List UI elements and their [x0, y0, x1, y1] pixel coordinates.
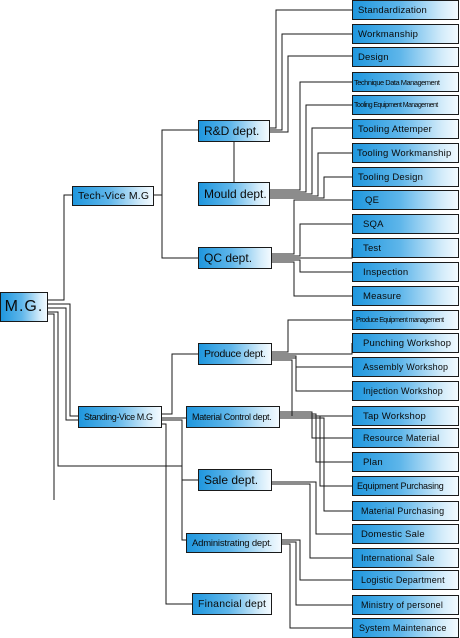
unit-sqa: SQA	[352, 214, 459, 234]
unit-resource-material: Resource Material	[352, 428, 459, 448]
mould-dept-label: Mould dept.	[204, 187, 267, 201]
tech-vice-label: Tech-Vice M.G	[78, 190, 150, 202]
unit-label: Tooling Workmanship	[357, 147, 452, 159]
unit-label: Inspection	[363, 266, 409, 278]
qc-dept-label: QC dept.	[204, 251, 253, 265]
rd-dept-node: R&D dept.	[198, 120, 270, 142]
produce-dept-label: Produce dept.	[204, 348, 266, 360]
standing-vice-label: Standing-Vice M.G	[84, 412, 153, 422]
unit-produce-equipment-management: Produce Equipment management	[352, 310, 459, 330]
unit-label: QE	[365, 194, 380, 206]
unit-workmanship: Workmanship	[352, 24, 459, 44]
unit-label: Measure	[363, 290, 402, 302]
financial-dept-node: Financial dept	[192, 593, 272, 615]
qc-dept-node: QC dept.	[198, 247, 272, 269]
unit-label: System Maintenance	[359, 623, 447, 633]
unit-qe: QE	[352, 190, 459, 210]
unit-label: Standardization	[358, 4, 428, 16]
unit-label: Tooling Design	[358, 171, 424, 183]
root-node: M.G.	[0, 292, 48, 322]
unit-logistic-department: Logistic Department	[352, 570, 459, 590]
tech-vice-node: Tech-Vice M.G	[72, 186, 154, 206]
unit-label: Tooling Attemper	[358, 123, 432, 135]
unit-tooling-attemper: Tooling Attemper	[352, 119, 459, 139]
unit-international-sale: International Sale	[352, 548, 459, 568]
unit-label: SQA	[363, 218, 384, 230]
unit-standardization: Standardization	[352, 0, 459, 20]
unit-technique-data-management: Technique Data Management	[352, 72, 459, 92]
material-control-dept-label: Material Control dept.	[192, 412, 272, 422]
unit-label: Tooling Equipment Management	[354, 101, 438, 109]
admin-dept-node: Administrating dept.	[186, 533, 282, 553]
unit-ministry-of-personel: Ministry of personel	[352, 595, 459, 615]
unit-material-purchasing: Material Purchasing	[352, 501, 459, 521]
unit-label: Injection Workshop	[363, 386, 443, 396]
unit-label: Produce Equipment management	[356, 316, 444, 324]
unit-design: Design	[352, 47, 459, 67]
root-label: M.G.	[4, 298, 44, 315]
produce-dept-node: Produce dept.	[198, 343, 272, 365]
sale-dept-label: Sale dept.	[204, 473, 259, 487]
unit-injection-workshop: Injection Workshop	[352, 381, 459, 401]
unit-label: Design	[358, 51, 389, 63]
mould-dept-node: Mould dept.	[198, 182, 270, 206]
unit-label: Domestic Sale	[361, 528, 425, 540]
unit-punching-workshop: Punching Workshop	[352, 333, 459, 353]
unit-label: Logistic Department	[361, 575, 445, 585]
unit-label: Assembly Workshop	[363, 362, 449, 372]
unit-tooling-equipment-management: Tooling Equipment Management	[352, 95, 459, 115]
unit-tooling-design: Tooling Design	[352, 167, 459, 187]
unit-assembly-workshop: Assembly Workshop	[352, 357, 459, 377]
unit-label: Test	[363, 242, 382, 254]
material-control-dept-node: Material Control dept.	[186, 406, 280, 428]
unit-domestic-sale: Domestic Sale	[352, 524, 459, 544]
admin-dept-label: Administrating dept.	[192, 537, 272, 549]
unit-label: Punching Workshop	[363, 337, 452, 349]
unit-label: Equipment Purchasing	[357, 481, 444, 491]
unit-plan: Plan	[352, 452, 459, 472]
unit-label: Material Purchasing	[361, 506, 445, 516]
unit-test: Test	[352, 238, 459, 258]
unit-label: Technique Data Management	[354, 77, 440, 87]
unit-label: Workmanship	[358, 28, 419, 40]
unit-tooling-workmanship: Tooling Workmanship	[352, 143, 459, 163]
unit-label: International Sale	[361, 553, 435, 563]
sale-dept-node: Sale dept.	[198, 469, 272, 491]
unit-label: Plan	[363, 456, 383, 468]
unit-label: Resource Material	[363, 433, 440, 443]
unit-equipment-purchasing: Equipment Purchasing	[352, 476, 459, 496]
unit-label: Ministry of personel	[361, 600, 444, 610]
unit-tap-workshop: Tap Workshop	[352, 406, 459, 426]
standing-vice-node: Standing-Vice M.G	[78, 406, 162, 428]
financial-dept-label: Financial dept	[198, 598, 267, 610]
unit-measure: Measure	[352, 286, 459, 306]
unit-label: Tap Workshop	[363, 410, 426, 422]
unit-system-maintenance: System Maintenance	[352, 618, 459, 638]
rd-dept-label: R&D dept.	[204, 124, 260, 138]
unit-inspection: Inspection	[352, 262, 459, 282]
